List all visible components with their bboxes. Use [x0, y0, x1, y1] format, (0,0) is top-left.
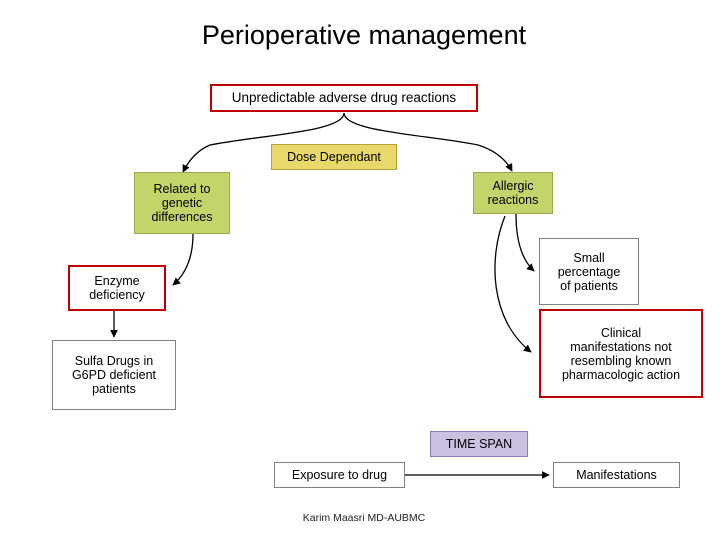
node-related-to-genetic-differences[interactable]: Related to genetic differences: [134, 172, 230, 234]
edge-genetic-enzyme: [172, 233, 194, 286]
node-time-span[interactable]: TIME SPAN: [430, 431, 528, 457]
node-enzyme-deficiency[interactable]: Enzyme deficiency: [68, 265, 166, 311]
node-unpredictable-adverse-drug-reactions[interactable]: Unpredictable adverse drug reactions: [210, 84, 478, 112]
page-title: Perioperative management: [201, 20, 527, 50]
edge-allergic-clinical: [494, 215, 532, 353]
node-clinical-manifestations[interactable]: Clinical manifestations not resembling k…: [539, 309, 703, 398]
node-small-percentage-of-patients[interactable]: Small percentage of patients: [539, 238, 639, 305]
node-sulfa-drugs-g6pd[interactable]: Sulfa Drugs in G6PD deficient patients: [52, 340, 176, 410]
node-dose-dependant[interactable]: Dose Dependant: [271, 144, 397, 170]
edge-allergic-small: [515, 213, 535, 272]
node-allergic-reactions[interactable]: Allergic reactions: [473, 172, 553, 214]
node-manifestations[interactable]: Manifestations: [553, 462, 680, 488]
node-exposure-to-drug[interactable]: Exposure to drug: [274, 462, 405, 488]
slide-footer-author: Karim Maasri MD-AUBMC: [302, 512, 426, 524]
